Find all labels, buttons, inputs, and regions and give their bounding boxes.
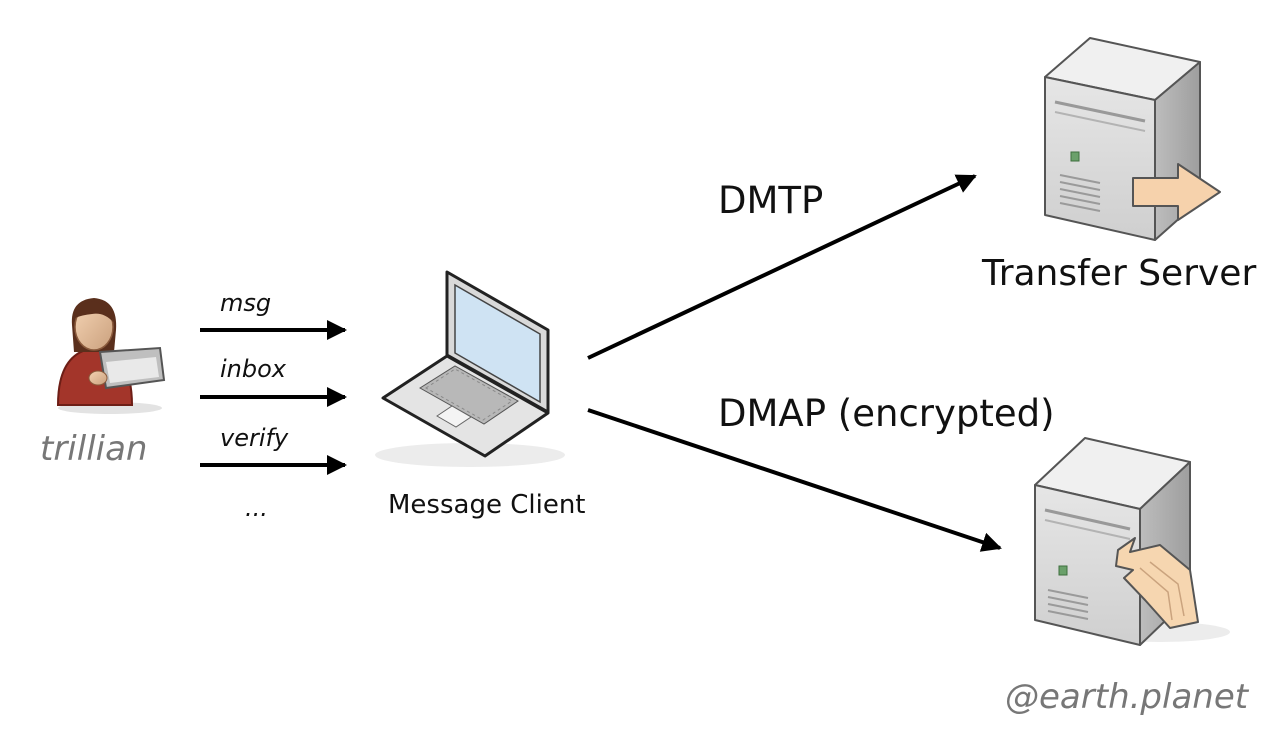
command-label-more: ... — [245, 494, 268, 522]
domain-server-icon — [1034, 437, 1230, 646]
transfer-server-label: Transfer Server — [982, 253, 1257, 294]
command-label-verify: verify — [220, 424, 289, 452]
dmap-label: DMAP (encrypted) — [718, 392, 1055, 435]
command-label-inbox: inbox — [220, 355, 286, 383]
dmtp-arrow — [587, 174, 977, 360]
message-client-label: Message Client — [388, 490, 586, 520]
command-label-msg: msg — [220, 289, 272, 317]
user-icon — [56, 298, 166, 414]
dmap-arrow — [587, 408, 1002, 552]
domain-label: @earth.planet — [1005, 677, 1249, 717]
laptop-icon — [375, 270, 565, 467]
user-name-label: trillian — [40, 429, 148, 469]
transfer-server-icon — [1044, 37, 1221, 241]
dmtp-label: DMTP — [718, 179, 824, 222]
